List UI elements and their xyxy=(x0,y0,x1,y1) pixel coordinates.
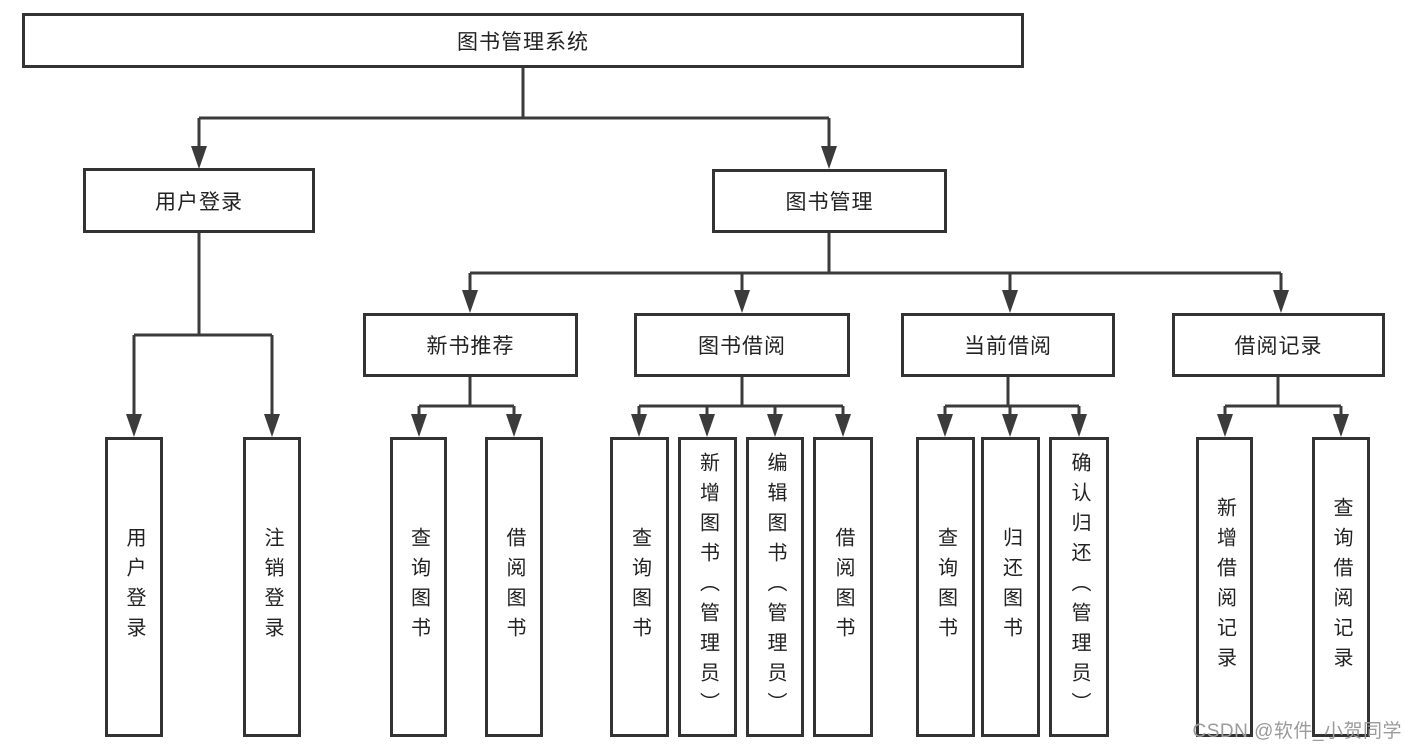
connector-root-to-level2 xyxy=(191,68,837,169)
leaf-add-borrow-record: 新增借阅记录 xyxy=(1196,437,1253,737)
node-new-book-rec: 新书推荐 xyxy=(363,313,578,377)
arrowhead xyxy=(1002,414,1018,437)
leaf-label: 确认归还（管理员） xyxy=(1068,452,1090,722)
leaf-return-book: 归还图书 xyxy=(981,437,1040,737)
arrowhead xyxy=(264,414,280,437)
leaf-label: 查询图书 xyxy=(407,527,430,647)
leaf-label: 新增图书（管理员） xyxy=(696,452,719,722)
node-root: 图书管理系统 xyxy=(22,13,1024,68)
connector-borrow-record-branch xyxy=(1217,377,1349,437)
node-book-mgmt: 图书管理 xyxy=(712,169,947,233)
arrowhead xyxy=(191,146,207,169)
leaf-confirm-return-admin: 确认归还（管理员） xyxy=(1049,437,1109,737)
leaf-borrow-book-2: 借阅图书 xyxy=(813,437,873,737)
connector-new-book-branch xyxy=(411,377,522,437)
leaf-borrow-book-1: 借阅图书 xyxy=(485,437,543,737)
leaf-label: 编辑图书（管理员） xyxy=(764,452,786,722)
leaf-user-login: 用户登录 xyxy=(105,437,163,737)
leaf-query-book-2: 查询图书 xyxy=(610,437,669,737)
arrowhead xyxy=(631,414,647,437)
arrowhead xyxy=(126,414,142,437)
connector-book-borrow-branch xyxy=(631,377,851,437)
leaf-label: 查询图书 xyxy=(628,527,651,647)
node-book-borrow: 图书借阅 xyxy=(634,313,850,377)
leaf-label: 查询图书 xyxy=(934,527,957,647)
leaf-label: 新增借阅记录 xyxy=(1213,497,1236,677)
arrowhead xyxy=(1273,290,1289,313)
arrowhead xyxy=(767,414,783,437)
leaf-query-book-3: 查询图书 xyxy=(916,437,975,737)
leaf-logout: 注销登录 xyxy=(243,437,301,737)
arrowhead xyxy=(1002,290,1018,313)
csdn-watermark: CSDN @软件_小贺同学 xyxy=(1192,721,1402,742)
arrowhead xyxy=(1333,414,1349,437)
leaf-label: 查询借阅记录 xyxy=(1330,497,1352,677)
arrowhead xyxy=(462,290,478,313)
arrowhead xyxy=(821,146,837,169)
leaf-edit-book-admin: 编辑图书（管理员） xyxy=(746,437,804,737)
arrowhead xyxy=(734,290,750,313)
leaf-label: 归还图书 xyxy=(999,527,1022,647)
node-borrow-record: 借阅记录 xyxy=(1172,313,1385,377)
node-user-login: 用户登录 xyxy=(83,168,315,233)
arrowhead xyxy=(1217,414,1233,437)
leaf-label: 借阅图书 xyxy=(503,527,525,647)
arrowhead xyxy=(1071,414,1087,437)
connector-user-login-branch xyxy=(126,233,280,437)
leaf-label: 借阅图书 xyxy=(832,527,854,647)
arrowhead xyxy=(937,414,953,437)
connector-current-borrow-branch xyxy=(937,377,1087,437)
arrowhead xyxy=(411,414,427,437)
arrowhead xyxy=(699,414,715,437)
arrowhead xyxy=(506,414,522,437)
node-current-borrow: 当前借阅 xyxy=(901,313,1115,377)
leaf-add-book-admin: 新增图书（管理员） xyxy=(678,437,737,737)
leaf-query-book-1: 查询图书 xyxy=(390,437,447,737)
leaf-query-borrow-record: 查询借阅记录 xyxy=(1312,437,1370,737)
arrowhead xyxy=(835,414,851,437)
leaf-label: 用户登录 xyxy=(123,527,145,647)
leaf-label: 注销登录 xyxy=(261,527,283,647)
connector-book-mgmt-to-level3 xyxy=(462,233,1289,313)
